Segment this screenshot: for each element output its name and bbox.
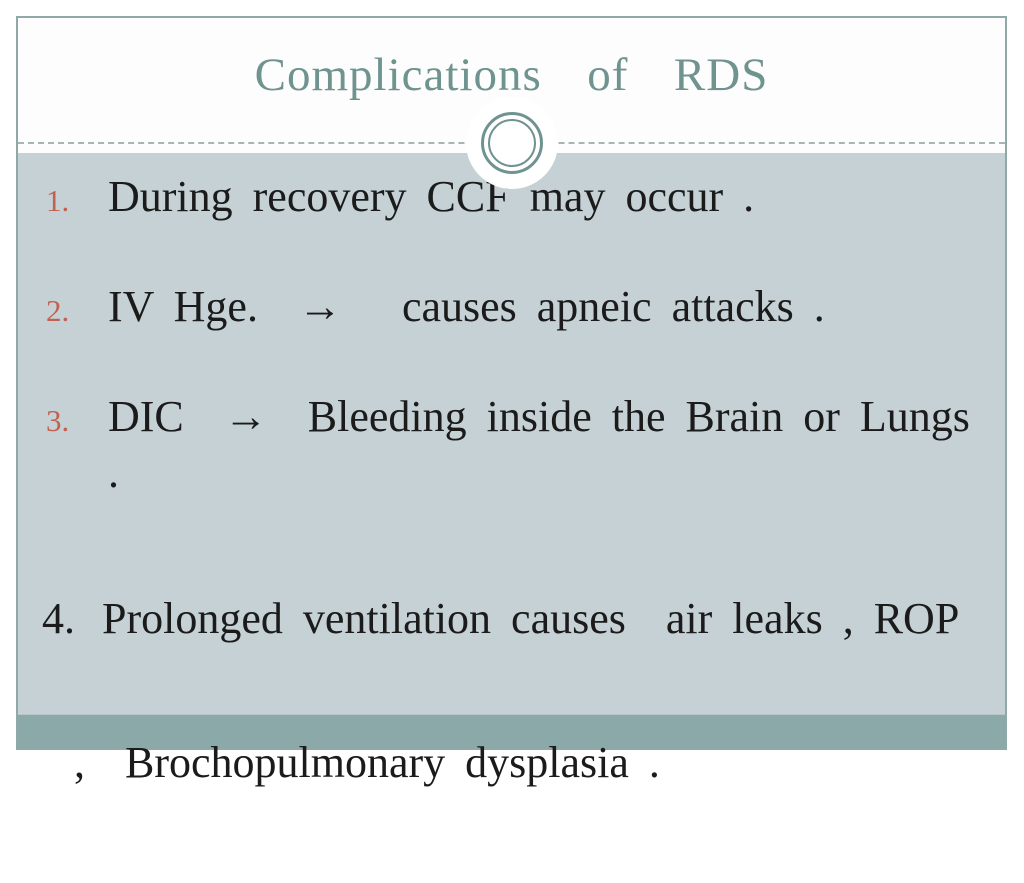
item-text: DIC → Bleeding inside the Brain or Lungs… bbox=[108, 392, 990, 497]
item-text: Prolonged ventilation causes air leaks ,… bbox=[102, 594, 960, 643]
circle-ornament-icon bbox=[480, 112, 543, 174]
list-item: 2. IV Hge. → causes apneic attacks . bbox=[46, 279, 991, 339]
item-line-1: 4. Prolonged ventilation causes air leak… bbox=[42, 595, 995, 643]
circle-ornament-inner-ring bbox=[487, 119, 536, 167]
complications-list: 1. During recovery CCF may occur . 2. IV… bbox=[18, 153, 1005, 787]
item-number: 1. bbox=[46, 183, 70, 218]
item-text: IV Hge. → causes apneic attacks . bbox=[108, 282, 825, 331]
footer-bar bbox=[18, 714, 1005, 748]
slide: Complications of RDS 1. During recovery … bbox=[16, 16, 1007, 787]
slide-title: Complications of RDS bbox=[254, 49, 769, 101]
list-item: 3. DIC → Bleeding inside the Brain or Lu… bbox=[46, 389, 991, 501]
slide-header: Complications of RDS bbox=[18, 18, 1005, 189]
item-text: During recovery CCF may occur . bbox=[108, 172, 755, 221]
item-number: 3. bbox=[46, 403, 70, 438]
list-item: 1. During recovery CCF may occur . bbox=[46, 169, 991, 229]
item-number: 2. bbox=[46, 293, 70, 328]
item-line-2: , Brochopulmonary dysplasia . bbox=[74, 738, 660, 787]
list-item: 4. Prolonged ventilation causes air leak… bbox=[42, 499, 995, 883]
item-number: 4. bbox=[42, 594, 75, 643]
